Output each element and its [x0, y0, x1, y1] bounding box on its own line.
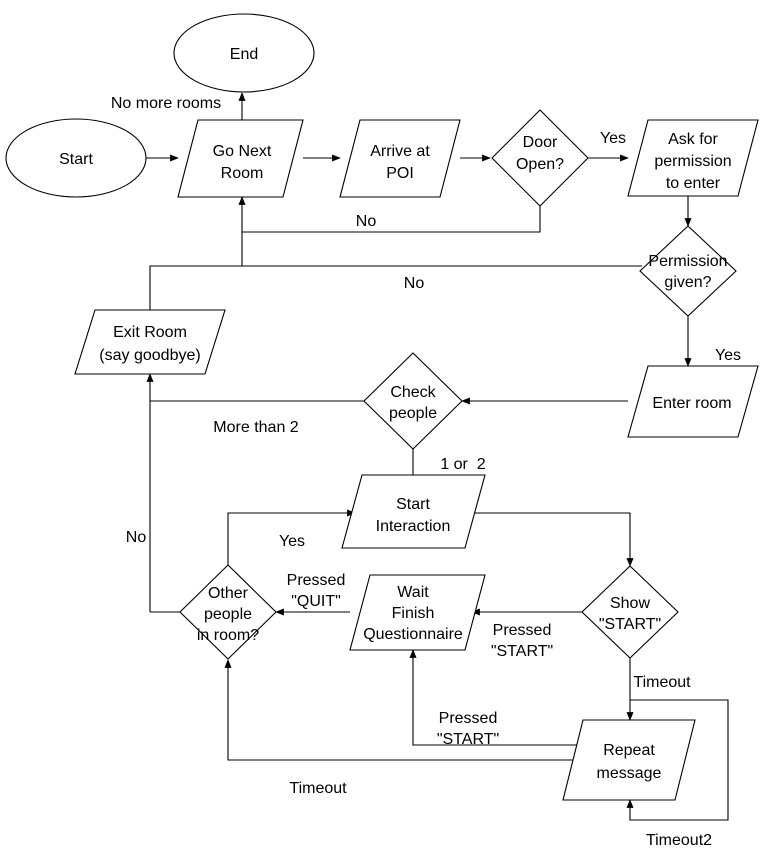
end-label: End	[230, 46, 258, 63]
edge-other-yes	[227, 509, 356, 565]
wait-questionnaire-label: Questionnaire	[363, 626, 463, 643]
wait-questionnaire-shape	[349, 574, 486, 651]
check-people-diamond	[363, 352, 463, 450]
edge-permission-no	[149, 265, 642, 310]
other-people-label: people	[204, 606, 252, 623]
other-people-diamond	[179, 564, 277, 660]
edge-labels: No more rooms Yes No No Yes More than 2 …	[111, 95, 741, 849]
ask-permission-label: Ask for	[668, 131, 718, 148]
edge-label-door-yes: Yes	[600, 130, 626, 147]
wait-questionnaire-label: Wait	[397, 584, 429, 601]
other-people-label: in room?	[197, 627, 259, 644]
repeat-message-shape	[562, 719, 696, 801]
check-people-label: Check	[390, 384, 436, 401]
edge-label-pressed-start-repeat: Pressed	[439, 710, 498, 727]
go-next-room-label: Room	[221, 165, 264, 182]
edge-repeat-pressed-start	[409, 649, 580, 746]
edge-label-no-more-rooms: No more rooms	[111, 95, 221, 112]
go-next-room-label: Go Next	[213, 143, 272, 160]
node-door-open: Door Open?	[491, 109, 589, 207]
exit-room-label: Exit Room	[113, 324, 187, 341]
edge-label-pressed-start-repeat: "START"	[437, 731, 499, 748]
node-ask-permission: Ask for permission to enter	[627, 119, 759, 197]
edge-label-other-no: No	[126, 529, 147, 546]
node-enter-room: Enter room	[627, 365, 759, 438]
other-people-label: Other	[208, 585, 249, 602]
repeat-message-label: Repeat	[603, 742, 655, 759]
exit-room-label: (say goodbye)	[99, 347, 200, 364]
check-people-label: people	[389, 405, 437, 422]
ask-permission-label: to enter	[666, 175, 721, 192]
node-exit-room: Exit Room (say goodbye)	[74, 309, 226, 375]
enter-room-label: Enter room	[652, 395, 731, 412]
door-open-diamond	[491, 109, 589, 207]
end-ellipse	[173, 13, 315, 93]
node-go-next-room: Go Next Room	[177, 119, 304, 198]
arrive-poi-label: POI	[386, 165, 414, 182]
start-label: Start	[59, 151, 93, 168]
edge-label-more-than-2: More than 2	[213, 419, 298, 436]
edge-label-pressed-quit: "QUIT"	[291, 593, 341, 610]
edge-label-timeout-repeat: Timeout	[289, 780, 347, 797]
node-start-interaction: Start Interaction	[341, 474, 486, 549]
edge-label-pressed-start-show: "START"	[491, 643, 553, 660]
node-show-start: Show "START"	[581, 565, 679, 659]
node-other-people: Other people in room?	[179, 564, 277, 660]
node-wait-questionnaire: Wait Finish Questionnaire	[349, 574, 486, 651]
repeat-message-label: message	[597, 765, 662, 782]
start-interaction-label: Interaction	[376, 518, 451, 535]
enter-room-shape	[627, 365, 759, 438]
ask-permission-label: permission	[654, 153, 731, 170]
edge-label-timeout-show: Timeout	[633, 674, 691, 691]
permission-given-label: given?	[664, 274, 711, 291]
node-permission-given: Permission given?	[639, 225, 737, 317]
edge-repeat-timeout2	[626, 699, 729, 821]
arrive-poi-shape	[339, 119, 461, 198]
edge-label-timeout2: Timeout2	[646, 832, 712, 849]
node-start: Start	[5, 118, 147, 198]
edge-repeat-timeout	[224, 659, 575, 761]
start-ellipse	[5, 118, 147, 198]
node-arrive-poi: Arrive at POI	[339, 119, 461, 198]
go-next-room-shape	[177, 119, 304, 198]
edge-label-pressed-start-show: Pressed	[493, 622, 552, 639]
edge-label-1-or-2: 1 or 2	[440, 456, 485, 473]
permission-given-label: Permission	[648, 253, 727, 270]
edge-door-no	[238, 196, 541, 233]
start-interaction-shape	[341, 474, 486, 549]
start-interaction-label: Start	[396, 496, 430, 513]
show-start-label: "START"	[599, 616, 661, 633]
ask-permission-shape	[627, 119, 759, 197]
exit-room-shape	[74, 309, 226, 375]
edge-label-pressed-quit: Pressed	[287, 572, 346, 589]
node-check-people: Check people	[363, 352, 463, 450]
edge-label-permission-no: No	[404, 275, 425, 292]
show-start-diamond	[581, 565, 679, 659]
door-open-label: Open?	[516, 156, 564, 173]
edge-label-permission-yes: Yes	[715, 347, 741, 364]
connectors	[146, 92, 729, 821]
node-end: End	[173, 13, 315, 93]
door-open-label: Door	[523, 134, 558, 151]
edge-label-door-no: No	[356, 213, 377, 230]
edge-start-to-show	[467, 512, 634, 567]
node-repeat-message: Repeat message	[562, 719, 696, 801]
wait-questionnaire-label: Finish	[392, 605, 435, 622]
permission-given-diamond	[639, 225, 737, 317]
arrive-poi-label: Arrive at	[370, 143, 430, 160]
edge-label-other-yes: Yes	[279, 533, 305, 550]
show-start-label: Show	[610, 595, 650, 612]
